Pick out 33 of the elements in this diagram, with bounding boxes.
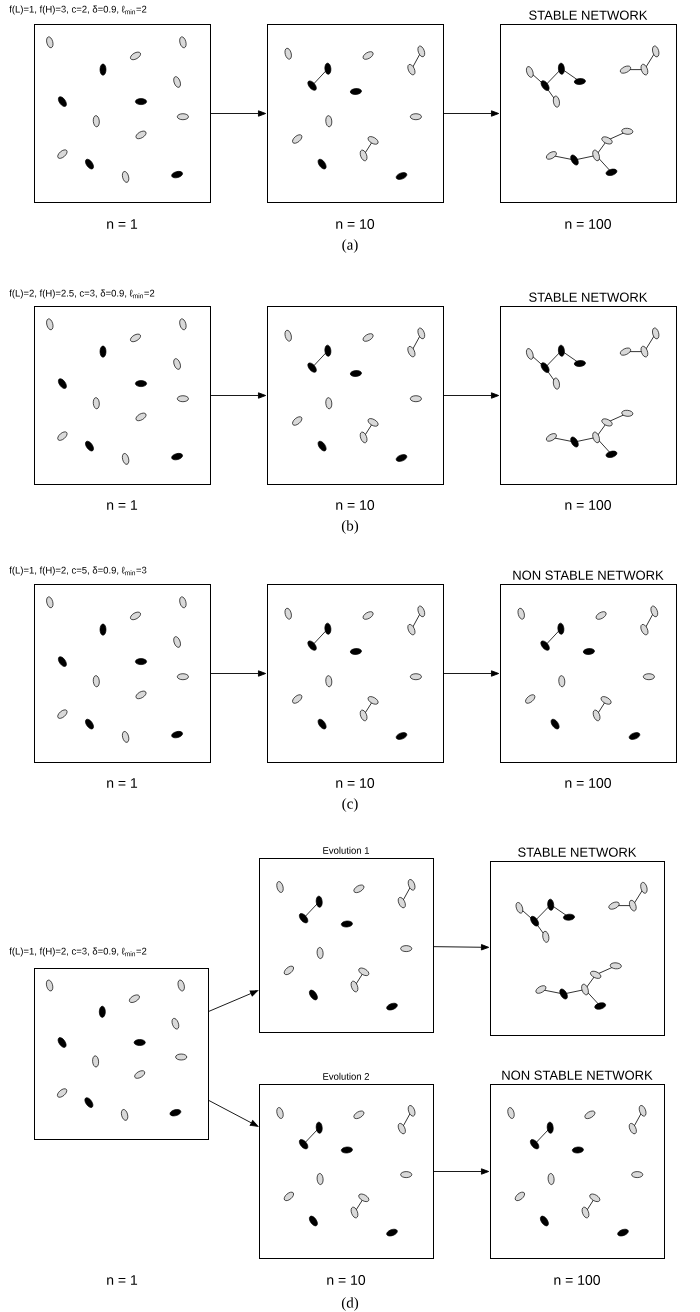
box-heading: NON STABLE NETWORK [513, 570, 664, 580]
iteration-label: n = 1 [107, 1275, 138, 1285]
iteration-label: n = 100 [554, 1275, 600, 1285]
box-heading: STABLE NETWORK [518, 847, 637, 857]
box-heading: Evolution 2 [323, 1072, 369, 1080]
iteration-label: n = 1 [107, 500, 138, 510]
arrow [443, 110, 500, 117]
iteration-label: n = 100 [565, 500, 611, 510]
panel-label: (c) [342, 798, 358, 812]
arrow [433, 944, 490, 951]
box-heading: NON STABLE NETWORK [502, 1070, 653, 1080]
iteration-label: n = 100 [565, 778, 611, 788]
panel-label: (b) [341, 520, 359, 534]
iteration-label: n = 10 [336, 500, 375, 510]
arrow [210, 670, 267, 677]
panel-label: (d) [341, 1297, 359, 1311]
box-heading: STABLE NETWORK [529, 10, 648, 20]
arrow [208, 1100, 259, 1127]
arrow [433, 1168, 490, 1175]
arrow [210, 392, 267, 399]
box-heading: STABLE NETWORK [529, 292, 648, 302]
iteration-label: n = 100 [565, 219, 611, 229]
iteration-label: n = 1 [107, 778, 138, 788]
panel-label: (a) [342, 239, 358, 253]
arrow [208, 990, 259, 1012]
iteration-label: n = 1 [107, 219, 138, 229]
iteration-label: n = 10 [336, 778, 375, 788]
arrow [443, 392, 500, 399]
arrow [443, 670, 500, 677]
iteration-label: n = 10 [327, 1275, 366, 1285]
arrow [210, 110, 267, 117]
box-heading: Evolution 1 [323, 846, 369, 854]
iteration-label: n = 10 [336, 219, 375, 229]
